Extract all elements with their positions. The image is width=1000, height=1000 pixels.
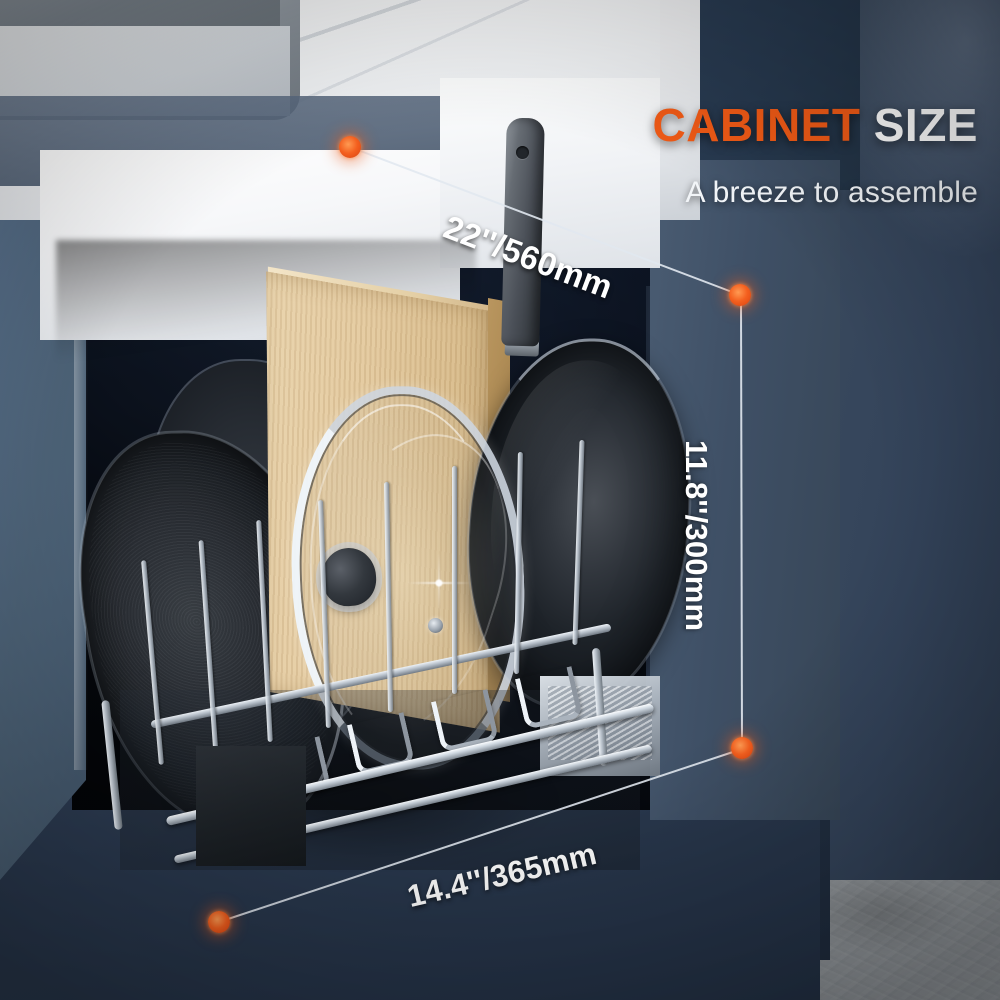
cabinet-drawer-front-right xyxy=(440,78,660,268)
sparkle-highlight-icon xyxy=(396,540,482,626)
headline-subtitle: A breeze to assemble xyxy=(685,176,978,209)
marker-bottom-right xyxy=(731,737,753,759)
dimension-line-width xyxy=(218,748,743,923)
dimension-line-height xyxy=(740,295,743,749)
marker-top-right xyxy=(729,284,751,306)
marker-top-left xyxy=(339,136,361,158)
headline-accent-word: CABINET xyxy=(652,99,861,151)
dimension-label-height: 11.8''/300mm xyxy=(679,440,714,632)
frying-pan-handle-hole xyxy=(516,146,529,159)
basket-divider-wire xyxy=(452,466,457,694)
marker-bottom-left xyxy=(208,911,230,933)
dimension-line-depth xyxy=(349,146,741,296)
headline-plain-word: SIZE xyxy=(873,99,978,151)
slide-rail-left xyxy=(196,746,306,866)
headline: CABINET SIZE xyxy=(653,102,978,148)
